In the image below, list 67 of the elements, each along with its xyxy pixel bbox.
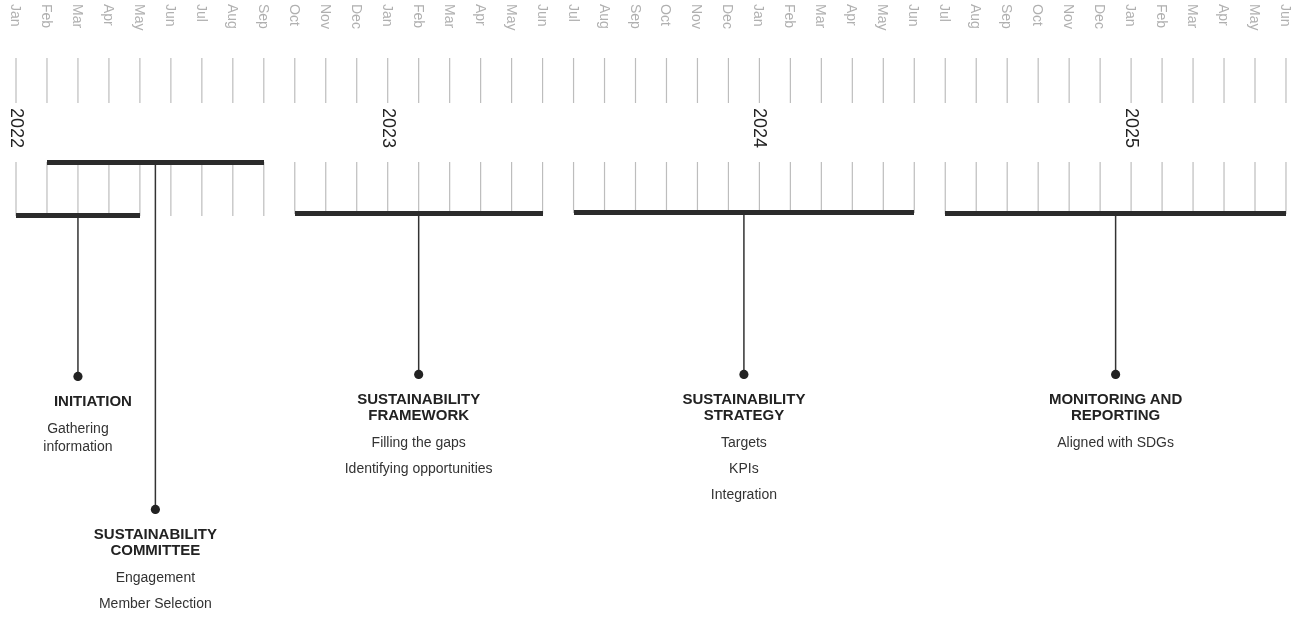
phase-bar: [945, 211, 1286, 216]
month-label: Apr: [1216, 4, 1232, 26]
phase-description: KPIs: [728, 459, 760, 477]
month-label: Nov: [1061, 4, 1078, 29]
month-label: Jan: [379, 4, 396, 27]
month-label: Dec: [1092, 4, 1109, 29]
month-label: Mar: [69, 4, 86, 29]
month-label: Oct: [658, 4, 675, 26]
month-label: Aug: [596, 4, 613, 29]
phase-bar: [16, 213, 140, 218]
month-label: Apr: [100, 4, 117, 26]
month-label: May: [1247, 4, 1263, 31]
month-label: Jun: [162, 4, 179, 27]
month-label: May: [131, 4, 148, 31]
month-label: Feb: [38, 4, 55, 29]
stem-line: [739, 214, 749, 380]
month-label: Jan: [751, 4, 768, 27]
phase-description: Targets: [719, 433, 768, 451]
month-label: Oct: [1030, 4, 1047, 26]
phase-description: Integration: [709, 485, 778, 503]
phase-description: Gathering information: [42, 419, 114, 455]
month-label: Sep: [999, 4, 1016, 29]
month-label: Dec: [348, 4, 365, 29]
month-label: Feb: [782, 4, 799, 29]
month-label: Jun: [1277, 4, 1294, 27]
month-label: Dec: [720, 4, 737, 29]
phase-bar: [573, 210, 915, 215]
phase-title: SUSTAINABILITY STRATEGY: [681, 391, 807, 423]
stem-line: [1111, 215, 1121, 380]
month-label: Jun: [534, 4, 551, 27]
phase-bar: [294, 211, 543, 216]
phase-description: Engagement: [114, 568, 197, 586]
phase-title: SUSTAINABILITY FRAMEWORK: [356, 391, 482, 423]
month-label: Jul: [193, 4, 210, 22]
year-label: 2023: [380, 108, 397, 149]
month-label: Sep: [627, 4, 644, 29]
month-label: Mar: [441, 4, 458, 29]
phase-title: SUSTAINABILITY COMMITTEE: [92, 526, 218, 558]
stem-line: [150, 164, 160, 515]
phase-description: Aligned with SDGs: [1056, 433, 1175, 451]
phase-title: MONITORING AND REPORTING: [1047, 391, 1184, 423]
month-label: Jan: [1123, 4, 1140, 27]
month-label: Feb: [410, 4, 427, 29]
month-label: Apr: [472, 4, 489, 26]
phase-description: Identifying opportunities: [343, 459, 494, 477]
month-label: Mar: [1185, 4, 1202, 29]
month-label: Feb: [1154, 4, 1171, 29]
month-label: Jun: [906, 4, 923, 27]
stem-line: [414, 215, 424, 380]
phase-description: Member Selection: [97, 594, 213, 612]
month-label: Nov: [689, 4, 706, 29]
month-label: Sep: [255, 4, 272, 29]
month-label: May: [503, 4, 520, 31]
phase-bar: [46, 160, 264, 165]
month-label: Oct: [286, 4, 303, 26]
month-label: May: [875, 4, 892, 31]
month-label: Aug: [224, 4, 241, 29]
month-label: Mar: [813, 4, 830, 29]
phase-title: INITIATION: [52, 393, 133, 409]
month-label: Jan: [8, 4, 24, 27]
month-label: Aug: [968, 4, 985, 29]
month-label: Jul: [937, 4, 954, 22]
month-label: Nov: [317, 4, 334, 29]
stem-line: [73, 217, 83, 382]
month-label: Jul: [565, 4, 582, 22]
month-label: Apr: [844, 4, 861, 26]
phase-description: Filling the gaps: [370, 433, 467, 451]
